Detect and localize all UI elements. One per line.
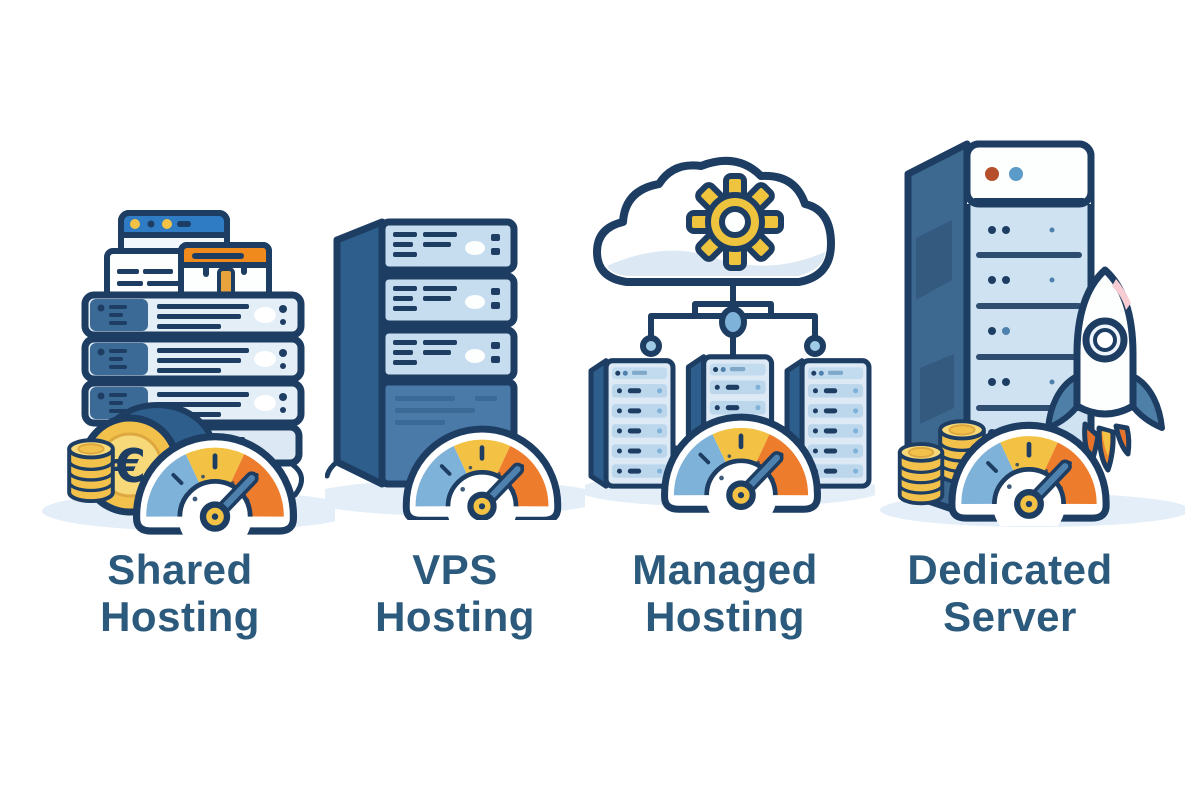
managed-hosting-label: Managed Hosting — [585, 546, 865, 640]
network-node — [804, 335, 826, 357]
coin-stack-icon — [897, 442, 945, 506]
vps-hosting-label: VPS Hosting — [320, 546, 590, 640]
shared-hosting-illustration: € — [42, 210, 335, 538]
website-window-icon — [178, 242, 272, 302]
label-line-2: Hosting — [100, 593, 260, 640]
rocket-icon — [1045, 266, 1165, 473]
network-node — [640, 335, 662, 357]
label-line-2: Hosting — [645, 593, 805, 640]
managed-hosting-illustration — [585, 156, 875, 513]
label-line-1: VPS — [412, 546, 498, 593]
label-line-2: Hosting — [375, 593, 535, 640]
label-line-1: Shared — [107, 546, 253, 593]
cable — [325, 459, 340, 479]
gear-icon — [686, 173, 784, 271]
column-shared-hosting: € Shared Hosting — [30, 0, 335, 800]
column-managed-hosting: Managed Hosting — [585, 0, 875, 800]
label-line-1: Dedicated — [907, 546, 1113, 593]
dedicated-server-label: Dedicated Server — [870, 546, 1150, 640]
label-line-2: Server — [943, 593, 1077, 640]
vps-hosting-illustration — [325, 218, 585, 520]
coin-stack-icon — [67, 438, 115, 504]
shared-hosting-label: Shared Hosting — [30, 546, 330, 640]
dedicated-server-illustration — [880, 140, 1185, 527]
cable — [290, 462, 304, 498]
column-dedicated-server: Dedicated Server — [870, 0, 1185, 800]
column-vps-hosting: VPS Hosting — [320, 0, 590, 800]
network-node — [719, 306, 747, 338]
server-rack-icon — [591, 361, 673, 486]
label-line-1: Managed — [632, 546, 818, 593]
